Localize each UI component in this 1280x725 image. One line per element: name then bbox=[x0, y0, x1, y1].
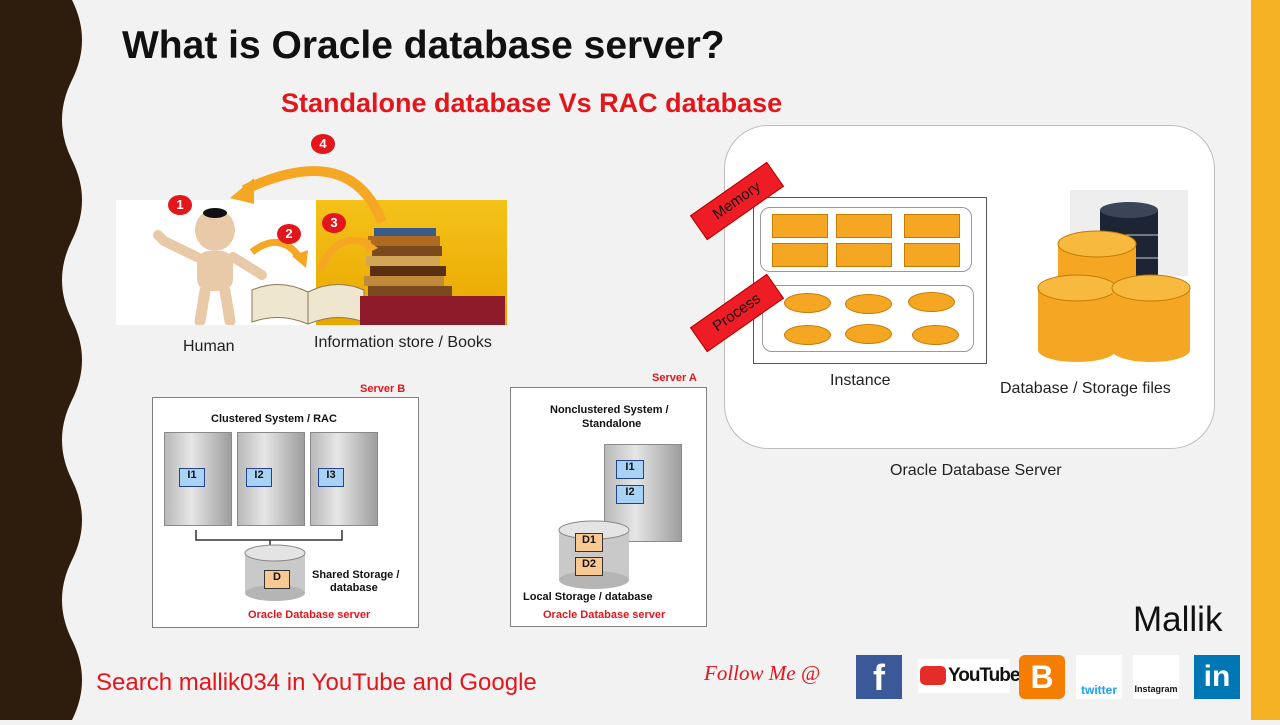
memory-block bbox=[772, 214, 828, 238]
human-figure-icon bbox=[153, 208, 267, 325]
oracle-server-label: Oracle Database Server bbox=[890, 462, 1062, 479]
process-area bbox=[762, 285, 974, 352]
db-storage-label: Database / Storage files bbox=[1000, 380, 1171, 397]
step-4-badge: 4 bbox=[311, 134, 335, 154]
standalone-footer: Oracle Database server bbox=[543, 609, 666, 621]
instance-i2: I2 bbox=[246, 468, 272, 487]
shared-storage-label-1: Shared Storage / bbox=[312, 569, 400, 581]
step-1-badge: 1 bbox=[168, 195, 192, 215]
server-a-label: Server A bbox=[652, 372, 697, 384]
step-2-badge: 2 bbox=[277, 224, 301, 244]
book-stack-icon bbox=[360, 228, 505, 325]
disk-d: D bbox=[264, 570, 290, 589]
left-wavy-border bbox=[0, 0, 82, 720]
instance-i1: I1 bbox=[616, 460, 644, 479]
memory-block bbox=[904, 243, 960, 267]
rac-footer: Oracle Database server bbox=[248, 609, 371, 621]
server-b-label: Server B bbox=[360, 383, 406, 395]
flow-arrows bbox=[230, 166, 387, 272]
process-oval bbox=[784, 293, 831, 313]
human-label: Human bbox=[183, 338, 235, 355]
step-3-badge: 3 bbox=[322, 213, 346, 233]
shared-disk-icon bbox=[244, 544, 306, 601]
memory-block bbox=[836, 243, 892, 267]
process-oval bbox=[845, 324, 892, 344]
shared-storage-label-2: database bbox=[330, 582, 378, 594]
search-text: Search mallik034 in YouTube and Google bbox=[96, 669, 537, 696]
database-cylinders-icon bbox=[1037, 190, 1191, 362]
youtube-icon[interactable]: YouTube bbox=[918, 659, 1020, 693]
follow-text: Follow Me @ bbox=[704, 661, 821, 685]
page-title: What is Oracle database server? bbox=[122, 24, 725, 67]
memory-block bbox=[836, 214, 892, 238]
memory-block bbox=[772, 243, 828, 267]
rac-title: Clustered System / RAC bbox=[211, 413, 337, 425]
process-oval bbox=[784, 325, 831, 345]
instance-i3: I3 bbox=[318, 468, 344, 487]
linkedin-icon[interactable]: in bbox=[1194, 655, 1240, 699]
local-disk-icon bbox=[558, 520, 630, 589]
process-oval bbox=[912, 325, 959, 345]
memory-block bbox=[904, 214, 960, 238]
local-storage-label: Local Storage / database bbox=[523, 591, 653, 603]
process-oval bbox=[845, 294, 892, 314]
instance-i1: I1 bbox=[179, 468, 205, 487]
store-label: Information store / Books bbox=[314, 334, 492, 351]
standalone-title-1: Nonclustered System / bbox=[550, 404, 669, 416]
blogger-icon[interactable]: B bbox=[1019, 655, 1065, 699]
facebook-icon[interactable]: f bbox=[856, 655, 902, 699]
page-subtitle: Standalone database Vs RAC database bbox=[281, 88, 783, 118]
author-name: Mallik bbox=[1133, 600, 1223, 639]
disk-d2: D2 bbox=[575, 557, 603, 576]
process-oval bbox=[908, 292, 955, 312]
twitter-icon[interactable]: twitter bbox=[1076, 655, 1122, 699]
instance-i2: I2 bbox=[616, 485, 644, 504]
right-yellow-border bbox=[1251, 0, 1280, 720]
disk-d1: D1 bbox=[575, 533, 603, 552]
standalone-title-2: Standalone bbox=[582, 418, 642, 430]
memory-area bbox=[760, 207, 972, 272]
instance-label: Instance bbox=[830, 372, 891, 389]
instagram-icon[interactable]: Instagram bbox=[1133, 655, 1179, 699]
youtube-play-icon bbox=[920, 666, 946, 685]
youtube-label: YouTube bbox=[948, 665, 1020, 686]
